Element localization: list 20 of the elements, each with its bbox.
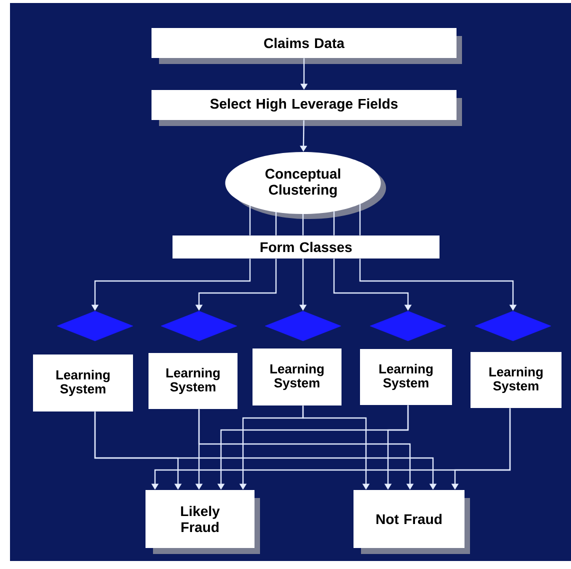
connector-line bbox=[333, 211, 335, 236]
process-box: Claims Data bbox=[152, 28, 462, 64]
process-box: Form Classes bbox=[172, 236, 440, 258]
process-box: Select High Leverage Fields bbox=[152, 90, 462, 126]
process-box: Learning System bbox=[470, 352, 562, 408]
diamond-shape bbox=[56, 310, 134, 342]
connector-line bbox=[302, 214, 304, 236]
connector-line bbox=[249, 206, 251, 236]
diamond-shape bbox=[370, 310, 446, 342]
connector-line bbox=[359, 204, 361, 236]
diamond-shape bbox=[264, 310, 342, 342]
process-box: Learning System bbox=[148, 353, 238, 409]
process-box: Learning System bbox=[252, 348, 342, 406]
process-box: Learning System bbox=[33, 354, 133, 412]
diamond-shape bbox=[160, 310, 238, 342]
process-box: Learning System bbox=[360, 349, 452, 405]
process-box: Likely Fraud bbox=[146, 490, 260, 554]
diamond-shape bbox=[474, 310, 552, 342]
connector-line bbox=[275, 212, 277, 236]
process-box: Not Fraud bbox=[354, 490, 470, 554]
